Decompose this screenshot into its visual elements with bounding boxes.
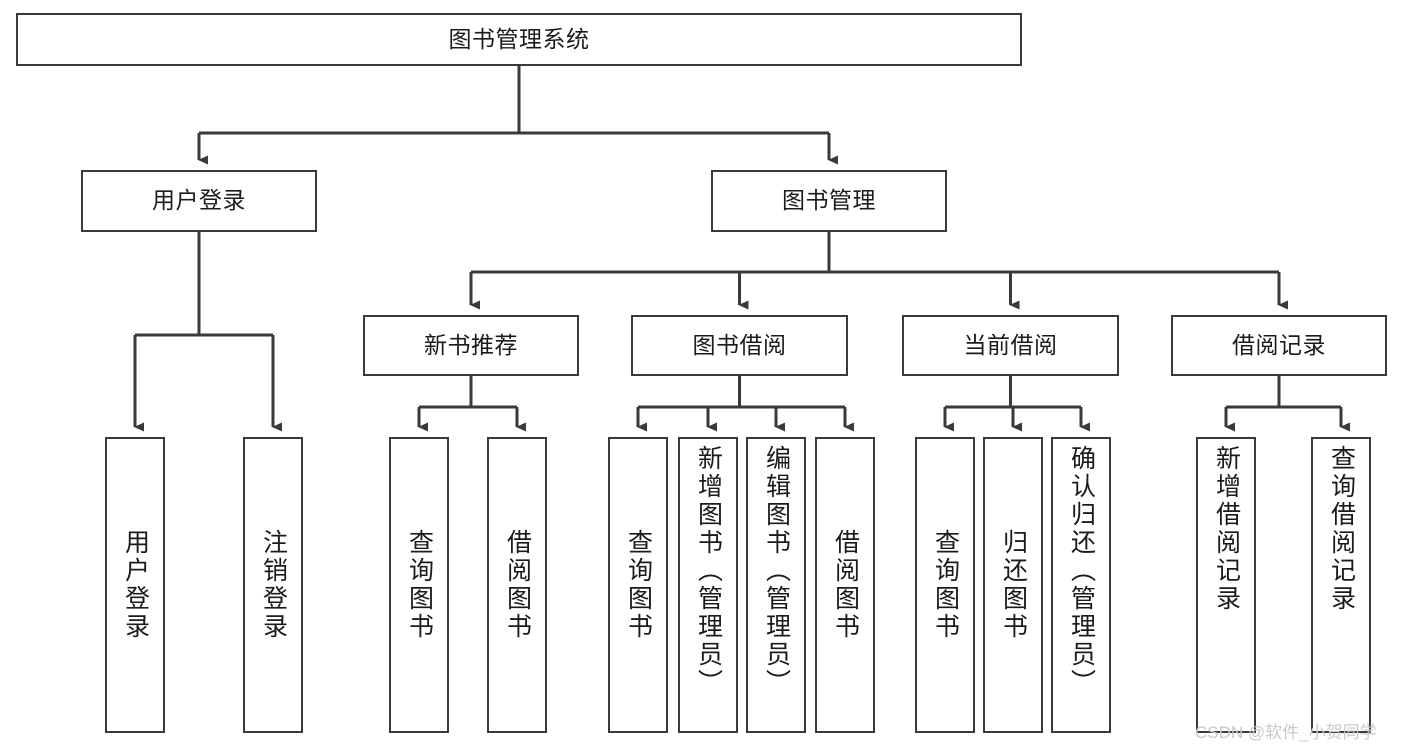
connector-lines [133,66,1350,432]
node-label-leaf-user-login: 用户登录 [121,529,150,641]
node-leaf-bb-borrow: 借阅图书 [815,437,875,733]
node-leaf-bb-query: 查询图书 [608,437,668,733]
node-leaf-cb-query: 查询图书 [915,437,975,733]
node-label-leaf-br-query: 查询借阅记录 [1327,445,1356,613]
node-leaf-rec-query: 查询图书 [389,437,449,733]
node-label-leaf-bb-query: 查询图书 [624,529,653,641]
node-book-borrow: 图书借阅 [631,315,848,376]
node-label-book-manage: 图书管理 [782,187,876,214]
node-label-leaf-bb-edit: 编辑图书（管理员） [762,445,791,697]
node-label-borrow-record: 借阅记录 [1232,331,1326,358]
node-leaf-logout: 注销登录 [243,437,303,733]
node-label-root: 图书管理系统 [448,25,590,52]
node-new-book-rec: 新书推荐 [363,315,579,376]
node-current-borrow: 当前借阅 [902,315,1119,376]
node-borrow-record: 借阅记录 [1171,315,1387,376]
node-leaf-rec-borrow: 借阅图书 [487,437,547,733]
node-label-current-borrow: 当前借阅 [963,331,1058,358]
node-label-leaf-cb-return: 归还图书 [999,529,1028,641]
node-label-leaf-bb-borrow: 借阅图书 [831,529,860,641]
node-user-login: 用户登录 [81,170,317,232]
node-label-leaf-rec-borrow: 借阅图书 [503,529,532,641]
node-leaf-br-query: 查询借阅记录 [1311,437,1371,733]
node-label-book-borrow: 图书借阅 [692,331,787,358]
node-label-new-book-rec: 新书推荐 [424,331,518,358]
node-leaf-br-add: 新增借阅记录 [1196,437,1256,733]
node-label-leaf-bb-add: 新增图书（管理员） [694,445,723,697]
node-label-leaf-cb-confirm: 确认归还（管理员） [1067,445,1096,697]
node-leaf-cb-return: 归还图书 [983,437,1043,733]
node-label-leaf-br-add: 新增借阅记录 [1212,445,1241,613]
node-label-user-login: 用户登录 [152,187,246,214]
node-book-manage: 图书管理 [711,170,947,232]
node-leaf-user-login: 用户登录 [105,437,165,733]
node-leaf-bb-add: 新增图书（管理员） [678,437,738,733]
node-leaf-bb-edit: 编辑图书（管理员） [746,437,806,733]
node-label-leaf-cb-query: 查询图书 [931,529,960,641]
node-leaf-cb-confirm: 确认归还（管理员） [1051,437,1111,733]
node-label-leaf-rec-query: 查询图书 [405,529,434,641]
node-label-leaf-logout: 注销登录 [259,529,288,641]
node-root: 图书管理系统 [16,13,1022,66]
